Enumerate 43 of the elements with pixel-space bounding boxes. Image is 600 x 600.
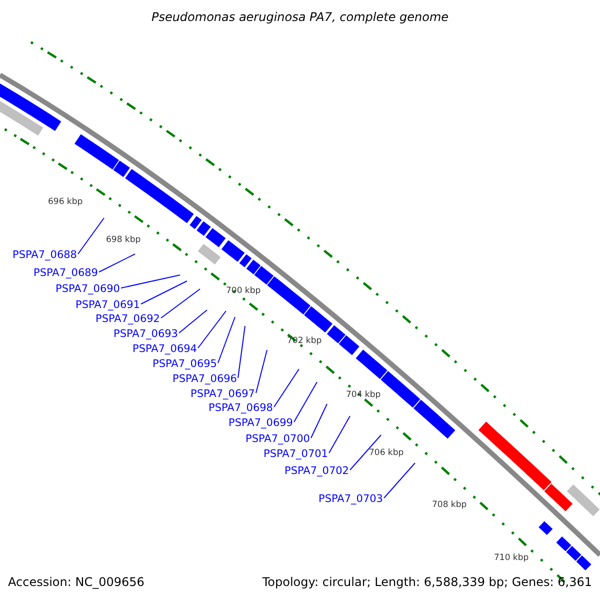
gene-label: PSPA7_0697 — [190, 388, 255, 400]
gene-label: PSPA7_0703 — [318, 493, 383, 505]
scale-label: 708 kbp — [432, 500, 467, 510]
leader-line — [120, 274, 180, 288]
gene-label: PSPA7_0693 — [114, 328, 178, 340]
leader-line — [198, 310, 226, 348]
gene-label: PSPA7_0701 — [264, 448, 328, 460]
footer-text: Accession: NC_009656 — [8, 575, 144, 589]
leader-line — [140, 280, 188, 304]
scale-label: 698 kbp — [106, 235, 141, 245]
gene-label: PSPA7_0694 — [132, 343, 197, 355]
leader-line — [238, 326, 246, 378]
gene-label: PSPA7_0689 — [34, 267, 98, 279]
scale-label: 696 kbp — [48, 197, 83, 207]
footer-text: Topology: circular; Length: 6,588,339 bp; Genes: 6,361 — [262, 575, 592, 589]
leader-line — [256, 350, 268, 394]
leader-line — [350, 434, 382, 470]
scale-label: 704 kbp — [346, 390, 381, 400]
leader-line — [310, 404, 328, 438]
leader-line — [160, 288, 200, 318]
gene-label: PSPA7_0695 — [152, 358, 217, 370]
chart-title: Pseudomonas aeruginosa PA7, complete genome — [150, 10, 450, 24]
leader-line — [274, 368, 300, 408]
leader-line — [218, 316, 236, 364]
leader-line — [78, 218, 104, 254]
scale-label: 706 kbp — [369, 448, 404, 458]
leader-line — [328, 416, 350, 454]
leader-line — [294, 382, 318, 422]
leader-line — [98, 254, 136, 272]
gene-label: PSPA7_0692 — [96, 313, 160, 325]
leader-line — [384, 462, 416, 498]
gene-label: PSPA7_0691 — [76, 299, 140, 311]
gene-label: PSPA7_0696 — [172, 373, 237, 385]
gene-label: PSPA7_0698 — [208, 402, 273, 414]
gene-label: PSPA7_0702 — [284, 465, 349, 477]
gene-label: PSPA7_0699 — [228, 417, 293, 429]
gene-label: PSPA7_0688 — [12, 249, 77, 261]
scale-label: 702 kbp — [287, 336, 322, 346]
scale-label: 710 kbp — [494, 553, 529, 563]
scale-label: 700 kbp — [226, 286, 261, 296]
gene-label: PSPA7_0700 — [246, 433, 310, 445]
gene-label: PSPA7_0690 — [56, 283, 120, 295]
leader-line — [178, 310, 208, 334]
